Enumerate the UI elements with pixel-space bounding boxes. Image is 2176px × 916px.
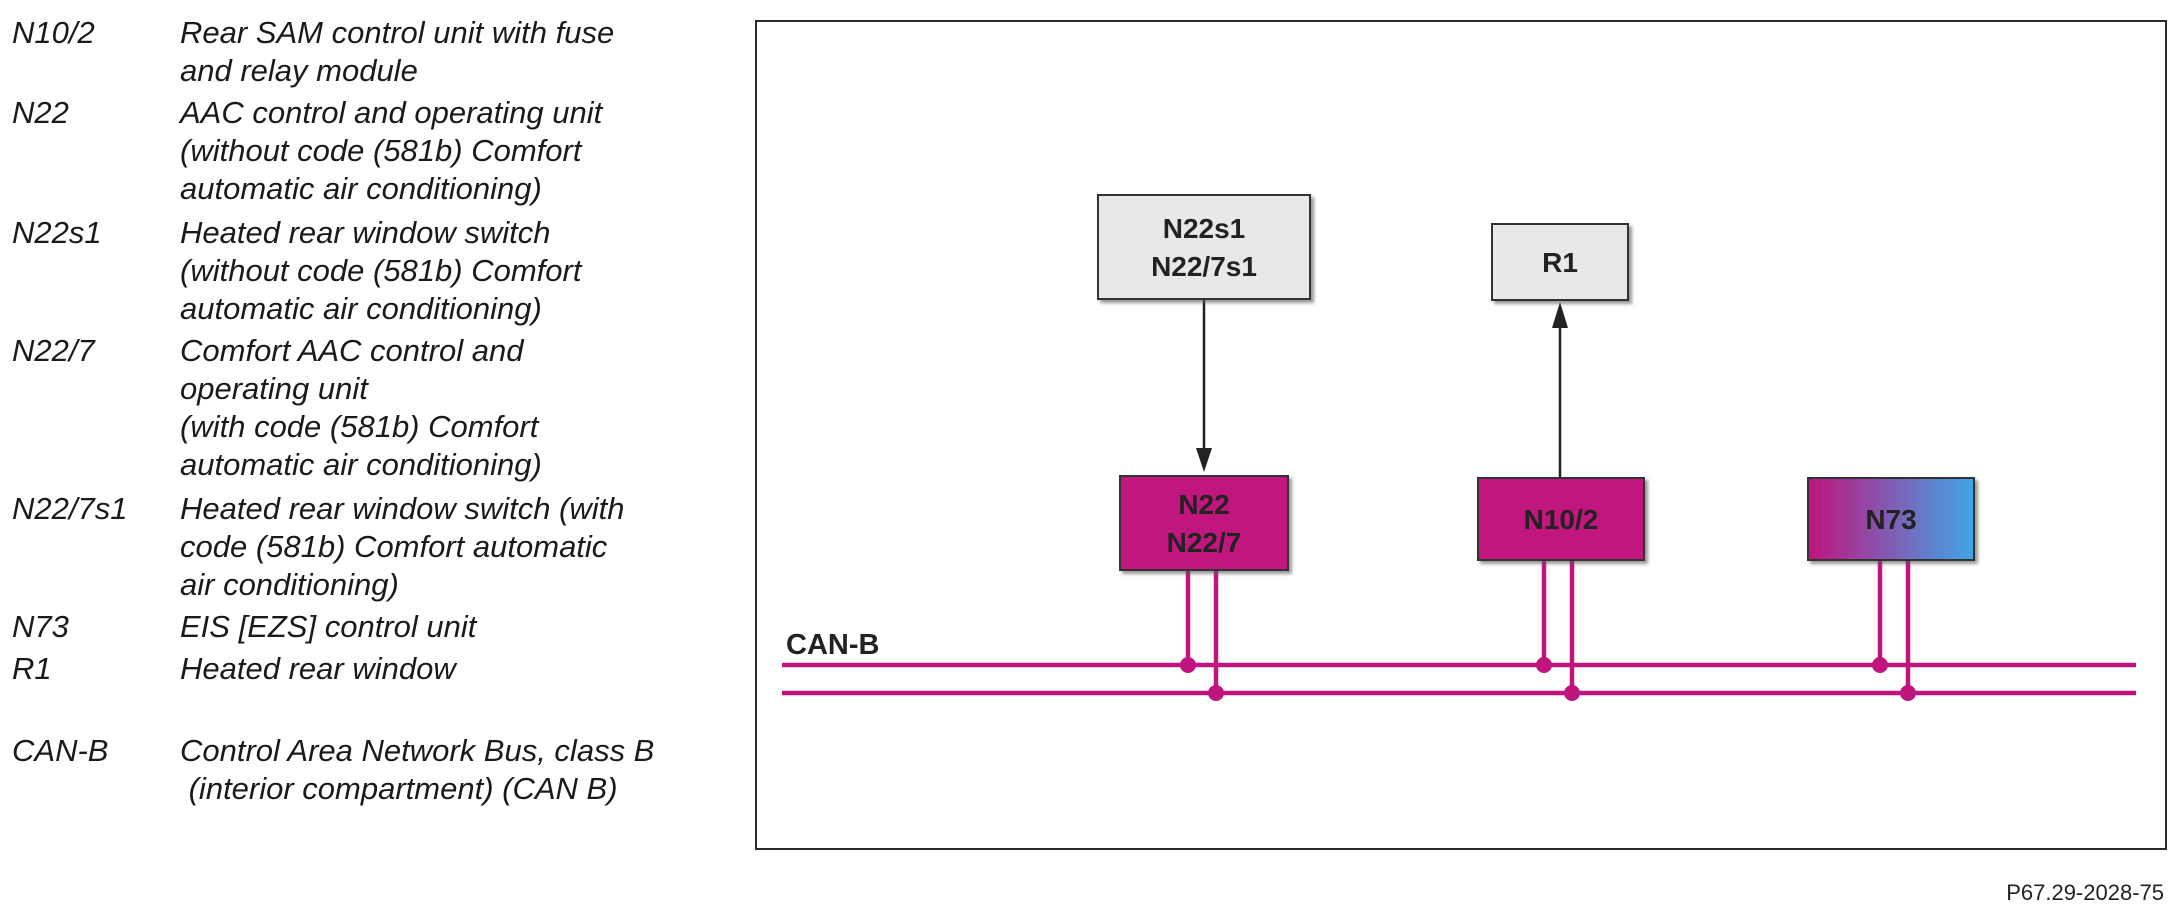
bus-connection-n10-2 [1536, 560, 1580, 701]
switch-box: N22s1 N22/7s1 [1097, 194, 1311, 300]
legend-line: EIS [EZS] control unit [180, 609, 477, 644]
legend-code: N22/7s1 [12, 491, 128, 526]
legend-line: Control Area Network Bus, class B [180, 733, 655, 768]
n22-box: N22 N22/7 [1119, 475, 1289, 571]
can-b-label: CAN-B [786, 629, 879, 661]
legend-code: N73 [12, 609, 69, 644]
legend-line: (interior compartment) (CAN B) [180, 771, 618, 806]
signal-arrow-switch-to-n22 [1196, 300, 1212, 472]
legend-code: N22/7 [12, 333, 95, 368]
switch-box-line2: N22/7s1 [1151, 251, 1257, 282]
diagram-frame [755, 20, 2167, 850]
figure-reference-id: P67.29-2028-75 [2006, 880, 2164, 905]
n22-box-line1: N22 [1178, 489, 1229, 520]
switch-box-line1: N22s1 [1163, 213, 1246, 244]
legend-line: (without code (581b) Comfort [180, 133, 582, 168]
legend-description: Heated rear window switch (without code … [180, 214, 725, 328]
bus-connection-n73 [1872, 560, 1916, 701]
legend-line: (without code (581b) Comfort [180, 253, 582, 288]
can-b-bus [782, 662, 2136, 696]
legend-line: Comfort AAC control and [180, 333, 524, 368]
legend-description: Heated rear window [180, 650, 725, 688]
n73-box: N73 [1807, 477, 1975, 561]
legend-code: N10/2 [12, 15, 95, 50]
bus-connection-n22 [1180, 570, 1224, 701]
legend-code: R1 [12, 651, 52, 686]
legend-description: Heated rear window switch (with code (58… [180, 490, 725, 604]
legend-description: Comfort AAC control and operating unit (… [180, 332, 725, 484]
legend-code: N22 [12, 95, 69, 130]
legend-description: Control Area Network Bus, class B (inter… [180, 732, 725, 808]
n73-box-label: N73 [1865, 504, 1916, 535]
n10-2-box-label: N10/2 [1524, 504, 1599, 535]
legend-line: and relay module [180, 53, 418, 88]
legend-line: automatic air conditioning) [180, 447, 542, 482]
legend-line: AAC control and operating unit [180, 95, 603, 130]
legend-line: operating unit [180, 371, 368, 406]
legend-line: air conditioning) [180, 567, 399, 602]
n22-box-line2: N22/7 [1167, 527, 1242, 558]
legend-description: AAC control and operating unit (without … [180, 94, 725, 208]
legend-code: N22s1 [12, 215, 102, 250]
signal-arrow-n10-to-r1 [1552, 302, 1568, 478]
legend-line: Heated rear window [180, 651, 456, 686]
legend-line: Rear SAM control unit with fuse [180, 15, 615, 50]
legend-line: code (581b) Comfort automatic [180, 529, 608, 564]
legend-line: automatic air conditioning) [180, 291, 542, 326]
r1-box: R1 [1491, 223, 1629, 301]
r1-box-label: R1 [1542, 247, 1578, 278]
legend-description: EIS [EZS] control unit [180, 608, 725, 646]
n10-2-box: N10/2 [1477, 477, 1645, 561]
legend-line: automatic air conditioning) [180, 171, 542, 206]
legend-line: (with code (581b) Comfort [180, 409, 539, 444]
legend-description: Rear SAM control unit with fuse and rela… [180, 14, 725, 90]
legend-line: Heated rear window switch (with [180, 491, 625, 526]
legend-line: Heated rear window switch [180, 215, 551, 250]
legend-code: CAN-B [12, 733, 109, 768]
